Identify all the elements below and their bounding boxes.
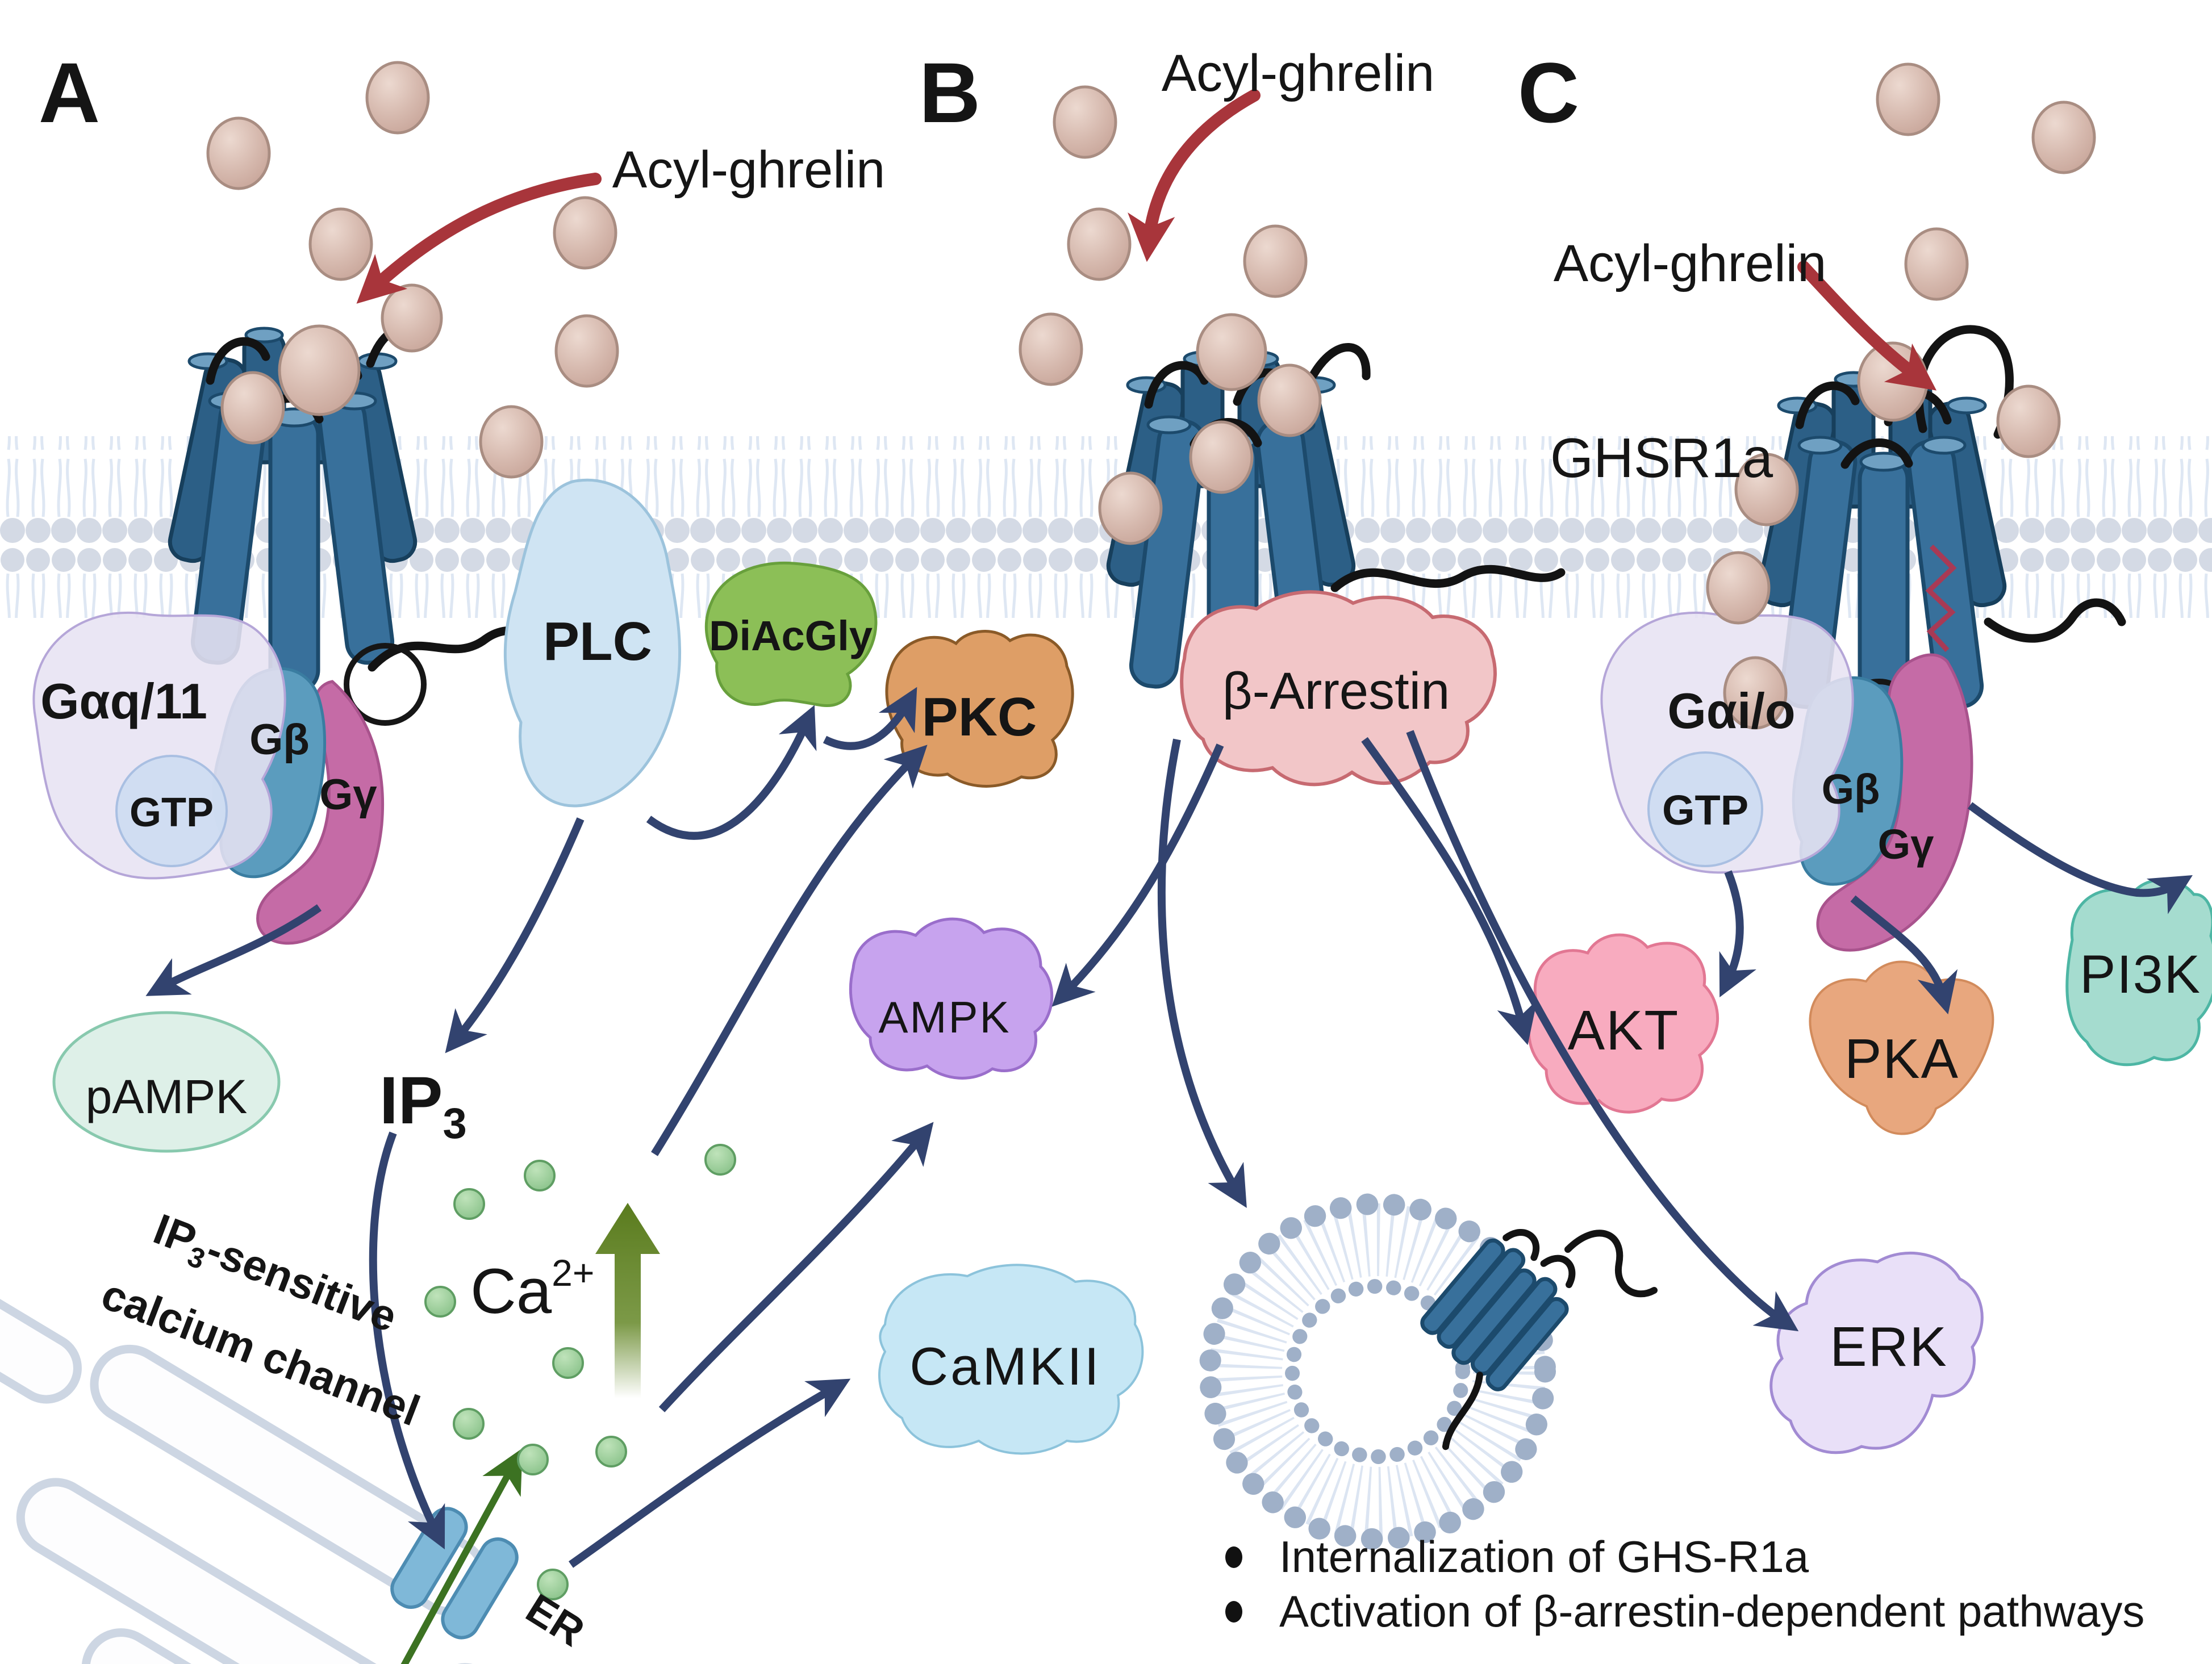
label-pka: PKA [1844,1027,1959,1090]
label-ghsr1a: GHSR1a [1550,427,1773,489]
arrow-arrestin-to-erk [1406,730,1799,1332]
arrow-calcium-to-ampk [658,1122,934,1412]
blob-plc [503,478,682,808]
label-diacgly: DiAcGly [709,612,873,659]
arrow-arrestin-to-ampk [1051,743,1224,1007]
bullet-internalization: Internalization of GHS-R1a [1279,1532,1809,1582]
label-akt: AKT [1568,999,1680,1061]
arrow-calcium-to-camkii [568,1378,851,1568]
label-pampk: pAMPK [86,1070,248,1123]
arrow-arrestin-to-vesicle [1157,738,1247,1209]
label-acyl-ghrelin-c: Acyl-ghrelin [1554,235,1827,292]
panel-label-c: C [1518,45,1579,140]
arrow-ggamma-to-pi3k [1967,802,2193,914]
blob-pampk [52,1011,281,1153]
calcium-release-arrow [400,1448,523,1664]
arrow-gai-to-akt [1719,870,1756,998]
label-g-gamma-c: Gγ [1878,821,1934,868]
red-arrow-ghrelin-b [1128,89,1261,262]
label-g-gamma-a: Gγ [319,771,377,819]
label-ca2plus: Ca2+ [470,1252,594,1327]
blob-camkii [878,1264,1144,1455]
blob-erk [1769,1251,1984,1454]
ghrelin-dot [381,283,443,353]
gtp-circle-a [115,755,228,867]
label-g-alpha-io: Gαi/o [1667,683,1795,739]
ghrelin-bound-b [1196,313,1267,391]
red-arrow-ghrelin-c [1797,261,1937,391]
label-gtp-a: GTP [130,790,214,835]
arrow-gq-to-pampk [145,904,322,996]
blob-ampk [849,917,1054,1080]
arrow-calcium-to-pkc [651,745,928,1156]
arrow-plc-to-diacgly [646,705,817,840]
bullet-activation: Activation of β-arrestin-dependent pathw… [1279,1586,2144,1636]
ip3-calcium-channel [390,1507,519,1640]
c-terminus-tail-b [1330,565,1566,592]
label-g-beta-c: Gβ [1822,766,1880,813]
arrow-plc-to-ip3 [445,817,585,1053]
label-g-beta-a: Gβ [249,716,310,764]
receptor-loop-ring-a [344,643,427,726]
label-beta-arrestin: β-Arrestin [1222,662,1450,720]
arrow-arrestin-to-akt [1361,737,1538,1046]
label-erk: ERK [1830,1315,1948,1378]
phosphorylation-zigzag [1925,544,1957,653]
label-pi3k: PI3K [2080,944,2201,1005]
endosome-vesicle [1199,1193,1658,1550]
arrow-diacgly-to-pkc [823,687,917,750]
calcium-ions [424,1144,736,1600]
blob-diacgly [704,561,878,708]
label-gtp-c: GTP [1662,787,1748,834]
label-camkii: CaMKII [909,1336,1101,1396]
label-plc: PLC [543,611,652,672]
blob-beta-arrestin [1180,590,1497,787]
arrow-ggamma-to-pka [1850,895,1958,1015]
internalized-receptor [1420,1229,1576,1450]
panel-label-b: B [919,45,980,140]
receptor-tail-squiggle [1564,1230,1658,1298]
label-ampk: AMPK [878,992,1011,1042]
label-pkc: PKC [922,687,1037,747]
arrow-ip3-to-channel [369,1131,445,1550]
calcium-increase-arrow [595,1203,660,1398]
bullet-list: Internalization of GHS-R1a Activation of… [1225,1532,2144,1636]
label-ip3: IP3 [379,1063,467,1148]
label-acyl-ghrelin-a: Acyl-ghrelin [612,141,886,199]
panel-label-a: A [39,45,100,140]
label-er: ER [518,1584,592,1655]
ghrelin-molecules [206,61,2096,730]
n-terminus-squiggle-b [1309,343,1371,381]
gtp-circle-c [1647,751,1763,867]
label-g-alpha-q: Gαq/11 [40,673,207,729]
red-arrow-ghrelin-a [356,173,602,304]
blob-g-gamma-c [1816,653,1973,952]
label-acyl-ghrelin-b: Acyl-ghrelin [1162,44,1435,102]
ghrelin-bound-a [278,324,361,416]
c-terminus-tail-c [1984,598,2126,643]
